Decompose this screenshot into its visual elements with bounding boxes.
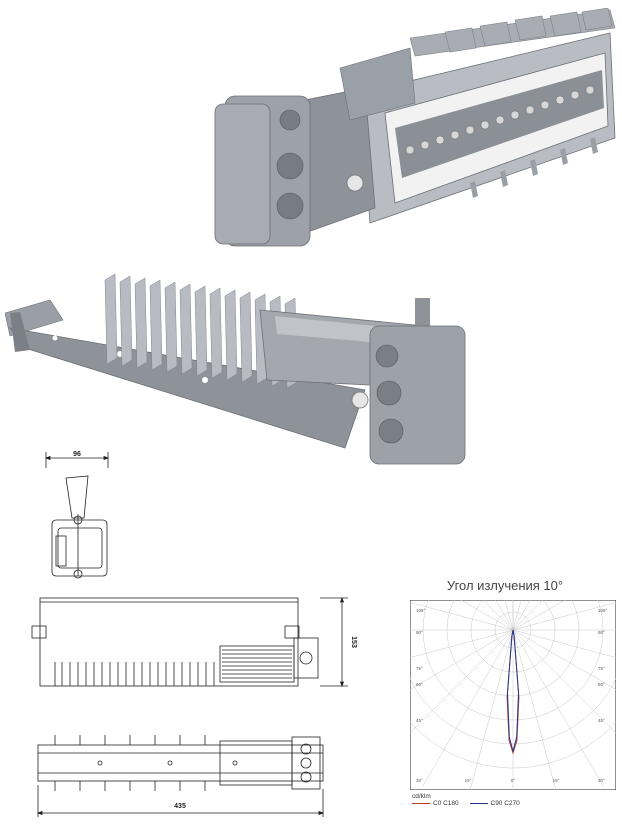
polar-angle-label-bottom: 15°: [553, 778, 560, 783]
polar-grid-spoke: [512, 629, 616, 658]
legend-swatch-c0: [412, 802, 430, 804]
legend-swatch-c90: [469, 802, 488, 804]
polar-grid-spoke: [512, 629, 604, 787]
polar-grid-spoke: [410, 629, 514, 690]
polar-angle-label-right: 105°: [598, 608, 608, 613]
polar-grid-spoke: [422, 629, 514, 787]
polar-grid-spoke: [410, 629, 514, 734]
cable-glands: [276, 109, 304, 220]
polar-angle-label-right: 90°: [598, 630, 605, 635]
polar-legend: cd/klm C0 C180 C90 C270: [412, 793, 520, 807]
polar-grid-spoke: [512, 629, 616, 690]
polar-angle-label-right: 60°: [598, 682, 605, 687]
polar-grid-spoke: [512, 602, 616, 631]
polar-grid-spoke: [512, 629, 616, 734]
beam-angle-title: Угол излучения 10°: [446, 578, 564, 593]
polar-angle-label-right: 30°: [598, 778, 605, 783]
led-row: [405, 85, 595, 155]
polar-angle-label-left: 105°: [416, 608, 426, 613]
product-render-rear: [5, 273, 466, 465]
polar-grid-spoke: [410, 629, 514, 658]
polar-chart: 105° 90° 75° 60° 45° 30° 105° 90° 75° 60° 45° 30° 15…: [410, 600, 616, 790]
polar-angle-label-left: 30°: [416, 778, 423, 783]
polar-angle-label-bottom: 0°: [511, 778, 516, 783]
product-render-front: [214, 8, 616, 247]
polar-angle-label-left: 75°: [416, 666, 423, 671]
polar-angle-label-bottom: 15°: [465, 778, 472, 783]
polar-grid-spoke: [482, 600, 514, 631]
polar-grid-spoke: [512, 600, 522, 631]
polar-angle-label-left: 60°: [416, 682, 423, 687]
polar-grid-spoke: [495, 600, 514, 631]
legend-label-c0: C0 C180: [433, 800, 459, 807]
drawing-side-view: 96: [44, 451, 110, 579]
polar-grid-spoke: [410, 602, 514, 631]
curve-c90-c270: [506, 629, 520, 752]
polar-angle-label-left: 90°: [416, 630, 423, 635]
polar-angle-label-left: 45°: [416, 718, 423, 723]
polar-grid-spoke: [512, 600, 544, 631]
polar-angle-label-right: 75°: [598, 666, 605, 671]
drawing-front-view: 153: [31, 596, 357, 688]
polar-grid-spoke: [469, 629, 514, 790]
bottom-length-label: 435: [174, 803, 186, 810]
polar-grid-spoke: [512, 600, 566, 631]
polar-grid-spoke: [504, 600, 514, 631]
unit-label: cd/klm: [412, 793, 431, 800]
polar-angle-label-right: 45°: [598, 718, 605, 723]
polar-grid-spoke: [512, 629, 557, 790]
front-height-label: 153: [350, 636, 357, 648]
polar-grid-spoke: [512, 600, 531, 631]
drawing-bottom-view: 435: [36, 735, 325, 817]
side-width-label: 96: [73, 451, 81, 458]
legend-label-c90: C90 C270: [490, 800, 520, 807]
polar-grid-spoke: [460, 600, 514, 631]
